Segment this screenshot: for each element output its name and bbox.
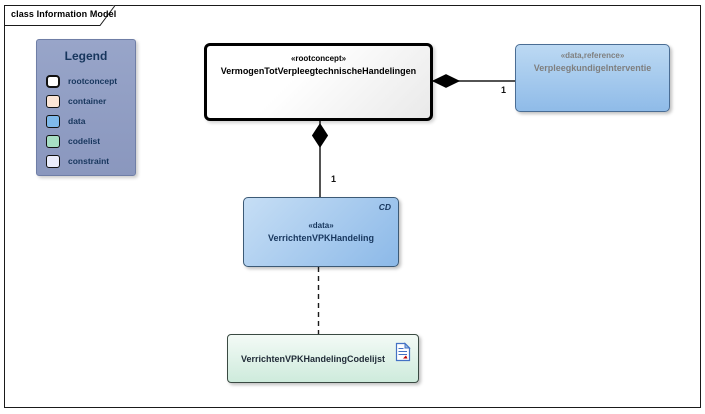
multiplicity-label-data: 1 [331, 174, 337, 184]
node-verrichten-vpk-handeling-codelijst[interactable]: VerrichtenVPKHandelingCodelijst [227, 334, 419, 383]
stereotype-label: «rootconcept» [290, 54, 347, 63]
legend-item-data: data [37, 111, 135, 131]
legend-item-label: constraint [68, 156, 110, 166]
diagram-frame [4, 5, 701, 408]
legend-rows: rootconcept container data codelist cons… [37, 71, 135, 171]
cd-badge: CD [378, 202, 391, 212]
node-verpleegkundige-interventie[interactable]: «data,reference» VerpleegkundigeInterven… [515, 44, 670, 112]
legend-item-label: codelist [68, 136, 101, 146]
stereotype-label: «data,reference» [560, 51, 625, 60]
legend-panel[interactable]: Legend rootconcept container data codeli… [36, 39, 136, 176]
legend-item-label: data [68, 116, 86, 126]
legend-item-codelist: codelist [37, 131, 135, 151]
legend-item-label: rootconcept [68, 76, 118, 86]
legend-item-constraint: constraint [37, 151, 135, 171]
document-icon [395, 342, 411, 362]
node-verrichten-vpk-handeling[interactable]: CD «data» VerrichtenVPKHandeling [243, 197, 399, 267]
node-name: VerrichtenVPKHandelingCodelijst [240, 353, 386, 364]
legend-item-rootconcept: rootconcept [37, 71, 135, 91]
legend-item-label: container [68, 96, 107, 106]
node-name: VerrichtenVPKHandeling [267, 233, 375, 243]
stereotype-label: «data» [308, 221, 334, 230]
legend-item-container: container [37, 91, 135, 111]
multiplicity-label-reference: 1 [501, 85, 507, 95]
constraint-swatch [46, 154, 60, 168]
diagram-tab-title: class Information Model [11, 9, 117, 19]
composition-diamond-data[interactable] [311, 123, 329, 148]
container-swatch [46, 94, 60, 108]
frame-tab-outline [4, 5, 116, 26]
codelist-swatch [46, 134, 60, 148]
data-swatch [46, 114, 60, 128]
node-name: VerpleegkundigeInterventie [533, 63, 652, 73]
rootconcept-swatch [46, 74, 60, 88]
composition-diamond-reference[interactable] [431, 74, 461, 88]
node-name: VermogenTotVerpleegtechnischeHandelingen [220, 66, 417, 76]
node-rootconcept[interactable]: «rootconcept» VermogenTotVerpleegtechnis… [204, 43, 433, 121]
legend-title: Legend [64, 49, 108, 63]
